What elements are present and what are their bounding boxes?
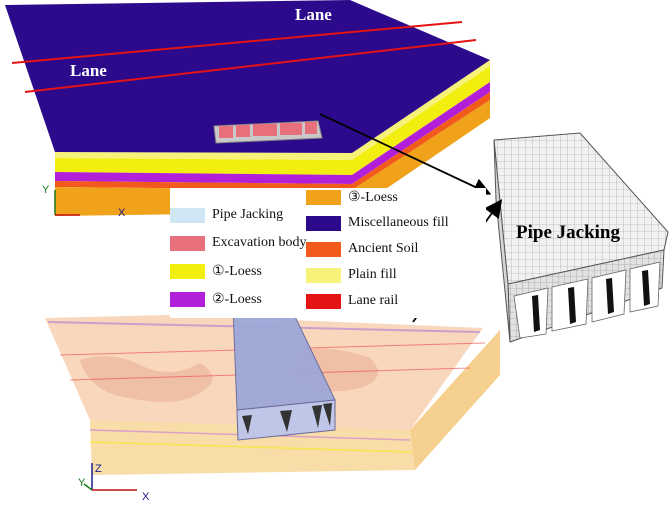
axis-x-bottom: X	[142, 491, 150, 503]
axis-z-bottom: Z	[95, 463, 102, 475]
legend-label: ①-Loess	[212, 263, 262, 279]
lane-label-top: Lane	[295, 5, 332, 24]
top-soil-model: Lane Lane	[5, 0, 490, 216]
legend-label: Plain fill	[348, 267, 397, 282]
legend-swatch	[306, 241, 341, 257]
legend-item: Ancient Soil	[306, 240, 418, 258]
legend-label: Miscellaneous fill	[348, 215, 449, 230]
legend-label: ②-Loess	[212, 291, 262, 307]
pipe-jacking-in-model	[232, 305, 336, 441]
legend-item: Miscellaneous fill	[306, 214, 449, 232]
legend-label: Pipe Jacking	[212, 207, 284, 222]
axis-y-bottom: Y	[78, 477, 86, 489]
legend-item: Pipe Jacking	[170, 206, 283, 224]
legend-swatch	[306, 189, 341, 205]
legend-item: Plain fill	[306, 266, 397, 284]
legend-item: Excavation body	[170, 234, 306, 252]
pipe-jacking-mesh-detail: Pipe Jacking	[493, 132, 669, 343]
legend-swatch	[306, 215, 341, 231]
legend-item: ③-Loess	[306, 188, 398, 206]
excavation-body	[213, 120, 323, 144]
legend-swatch	[306, 293, 341, 309]
arrow-top-to-detail	[319, 113, 492, 196]
legend-item: ①-Loess	[170, 262, 262, 280]
axis-x-top: X	[118, 207, 126, 219]
axis-y-top: Y	[42, 184, 50, 196]
legend-label: Ancient Soil	[348, 241, 419, 256]
lane-label-left: Lane	[70, 61, 107, 80]
legend-swatch	[170, 291, 205, 307]
axis-triad-top: Y X	[42, 184, 126, 219]
legend-item: Lane rail	[306, 292, 398, 310]
legend-label: Excavation body	[212, 235, 307, 250]
legend-swatch	[306, 267, 341, 283]
legend-item: ②-Loess	[170, 290, 262, 308]
bottom-soil-model	[45, 305, 500, 475]
legend-swatch	[170, 235, 205, 251]
legend-swatch	[170, 263, 205, 279]
legend-swatch	[170, 207, 205, 223]
legend-label: Lane rail	[348, 293, 399, 308]
legend-label: ③-Loess	[348, 189, 398, 205]
pipe-jacking-detail-label: Pipe Jacking	[516, 222, 620, 243]
axis-triad-bottom: Z Y X	[78, 463, 150, 503]
